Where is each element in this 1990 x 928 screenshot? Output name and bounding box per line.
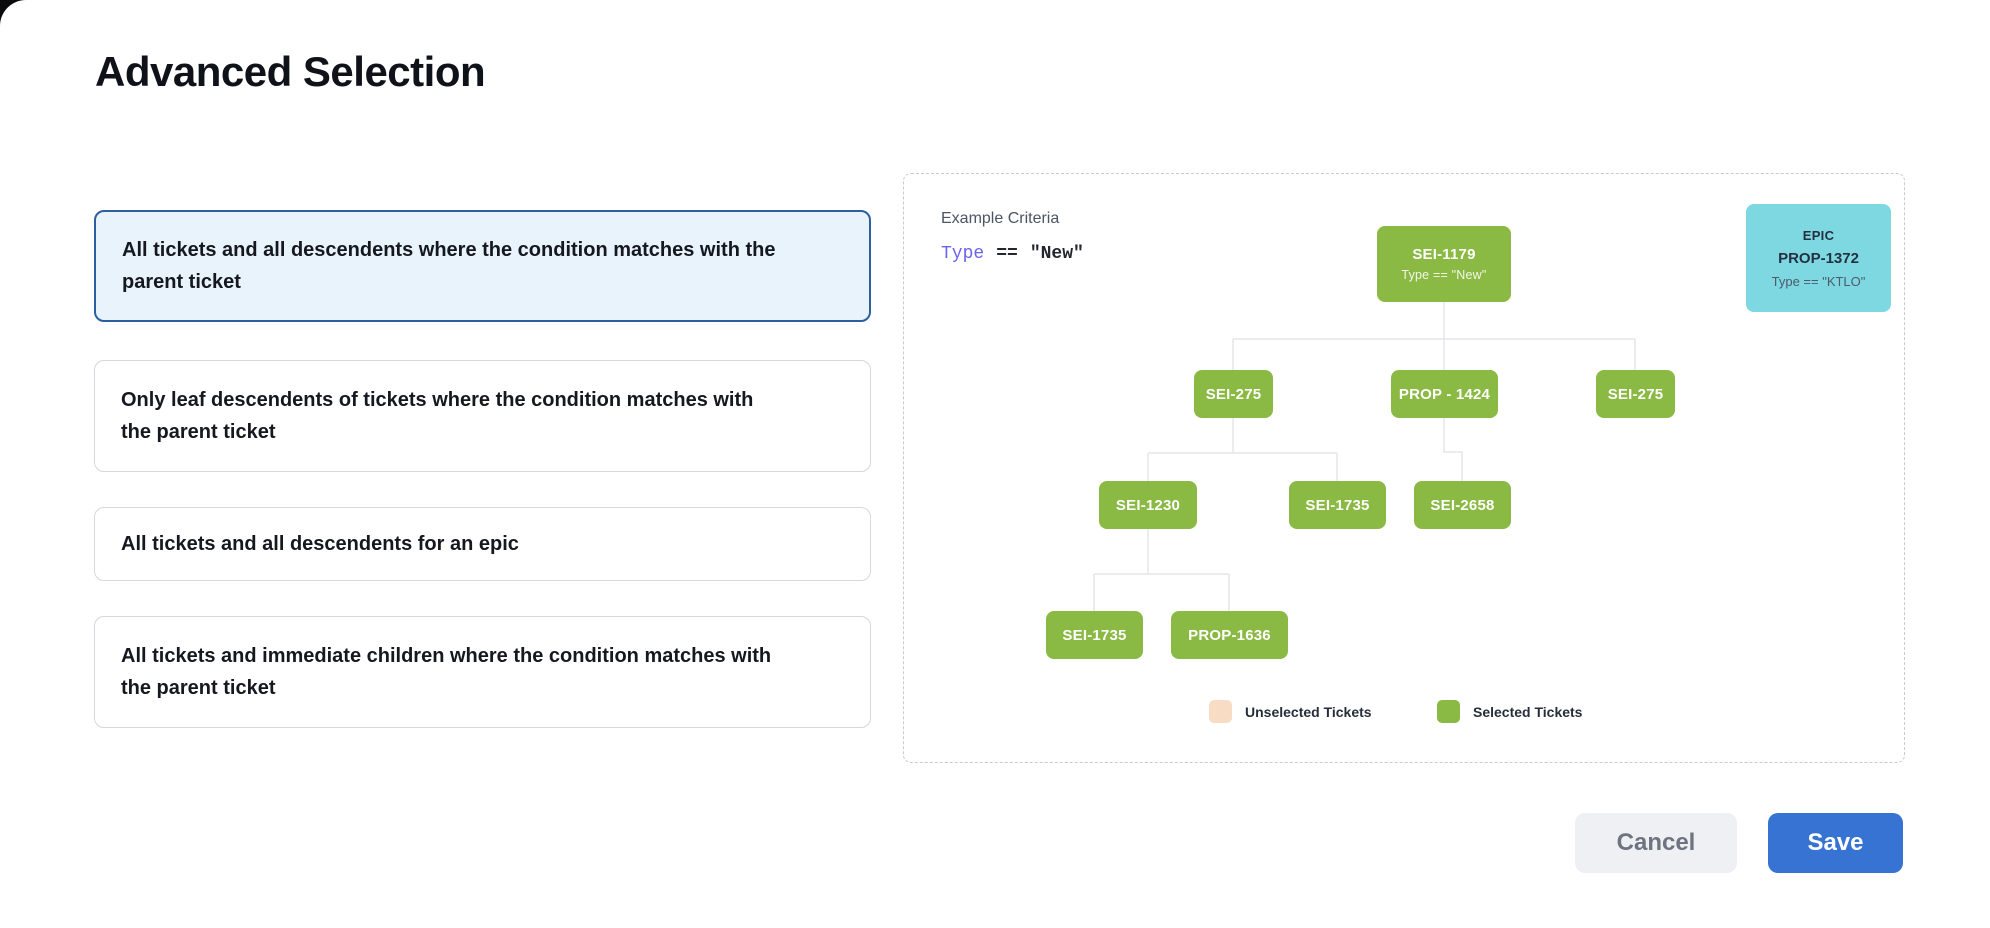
ticket-node: SEI-1735 [1046, 611, 1143, 659]
ticket-node-id: SEI-1179 [1412, 246, 1476, 263]
ticket-node: PROP - 1424 [1391, 370, 1498, 418]
save-button[interactable]: Save [1768, 813, 1903, 873]
ticket-node-root: SEI-1179 Type == "New" [1377, 226, 1511, 302]
ticket-node: SEI-2658 [1414, 481, 1511, 529]
legend-item-unselected: Unselected Tickets [1209, 700, 1372, 723]
option-card-immediate-children-condition[interactable]: All tickets and immediate children where… [94, 616, 871, 728]
selected-tickets-swatch [1437, 700, 1460, 723]
legend-item-selected: Selected Tickets [1437, 700, 1582, 723]
legend-label: Unselected Tickets [1245, 703, 1372, 720]
page-corner-backdrop [0, 0, 26, 26]
ticket-node: SEI-1735 [1289, 481, 1386, 529]
example-diagram-panel: Example Criteria Type == "New" EPIC PROP-1… [903, 173, 1905, 763]
cancel-button[interactable]: Cancel [1575, 813, 1737, 873]
ticket-node: SEI-275 [1194, 370, 1273, 418]
option-label: All tickets and all descendents for an e… [121, 533, 519, 555]
epic-type-label: EPIC [1802, 227, 1835, 243]
option-card-leaf-descendents-condition[interactable]: Only leaf descendents of tickets where t… [94, 360, 871, 472]
page-title: Advanced Selection [95, 48, 486, 95]
option-label: All tickets and immediate children where… [121, 645, 772, 699]
epic-card: EPIC PROP-1372 Type == "KTLO" [1746, 204, 1891, 312]
ticket-node-condition: Type == "New" [1401, 268, 1487, 282]
legend-label: Selected Tickets [1473, 703, 1583, 720]
epic-ticket-id: PROP-1372 [1778, 249, 1859, 267]
option-card-all-descendents-condition[interactable]: All tickets and all descendents where th… [94, 210, 871, 322]
unselected-tickets-swatch [1209, 700, 1232, 723]
criteria-value: "New" [1029, 244, 1084, 264]
criteria-operator: == [996, 244, 1018, 264]
epic-condition: Type == "KTLO" [1771, 273, 1866, 289]
ticket-node: SEI-1230 [1099, 481, 1197, 529]
option-card-all-descendents-epic[interactable]: All tickets and all descendents for an e… [94, 507, 871, 581]
criteria-field: Type [941, 244, 985, 264]
selection-options-list: All tickets and all descendents where th… [94, 210, 871, 728]
criteria-expression: Type == "New" [941, 244, 1084, 264]
option-label: All tickets and all descendents where th… [122, 239, 776, 293]
option-label: Only leaf descendents of tickets where t… [121, 389, 754, 443]
ticket-node: SEI-275 [1596, 370, 1675, 418]
example-criteria-label: Example Criteria [941, 210, 1060, 227]
ticket-node: PROP-1636 [1171, 611, 1288, 659]
